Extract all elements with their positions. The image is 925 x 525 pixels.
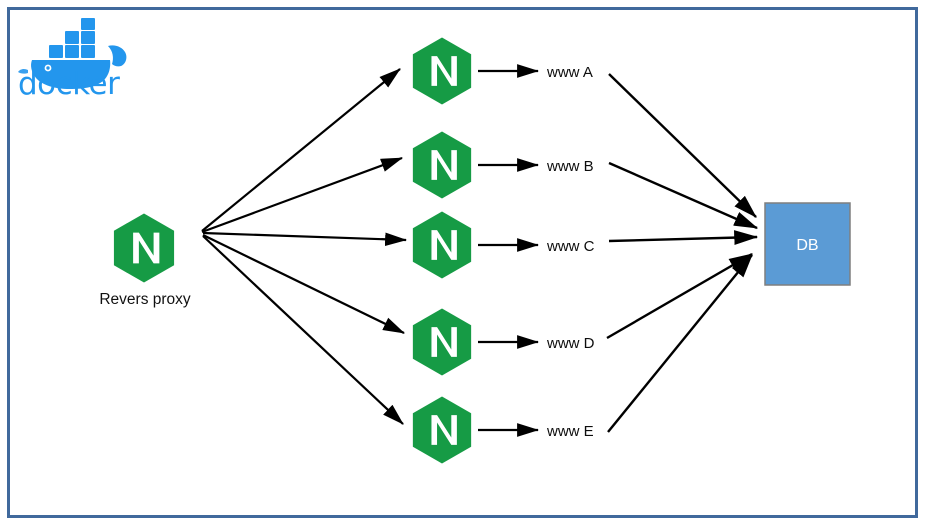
server-node-d[interactable]: www D [412,308,595,376]
server-label-e: www E [546,423,594,440]
server-node-e[interactable]: www E [412,396,594,464]
server-label-a: www A [546,64,593,81]
server-label-d: www D [546,335,595,352]
docker-wordmark: docker [18,66,120,102]
server-node-b[interactable]: www B [412,131,594,199]
edge-proxy-to-www-a [201,68,401,232]
edge-www-d-to-db [606,252,754,340]
edge-proxy-to-www-d [202,234,405,334]
database-box[interactable] [764,202,851,286]
reverse-proxy-node[interactable]: Revers proxy [99,213,191,308]
edge-www-b-to-db [608,161,759,230]
edge-proxy-to-www-c [202,231,408,247]
edge-proxy-to-www-e [202,235,404,425]
server-node-a[interactable]: www A [412,37,593,105]
edges-site-to-db [606,73,759,433]
server-label-b: www B [546,158,594,175]
server-label-c: www C [546,238,595,255]
edge-www-a-to-db [608,73,757,218]
edges-server-to-site [478,64,540,437]
server-node-c[interactable]: www C [412,211,595,279]
edge-www-e-to-db [607,254,753,433]
edge-www-c-to-db [608,230,759,246]
edges-proxy-to-servers [201,68,408,425]
docker-whale-icon [18,18,127,93]
docker-logo: docker [18,18,127,102]
database-node[interactable]: DB [764,202,851,286]
database-label: DB [796,237,818,254]
reverse-proxy-label: Revers proxy [99,291,191,308]
edge-proxy-to-www-b [201,156,404,234]
